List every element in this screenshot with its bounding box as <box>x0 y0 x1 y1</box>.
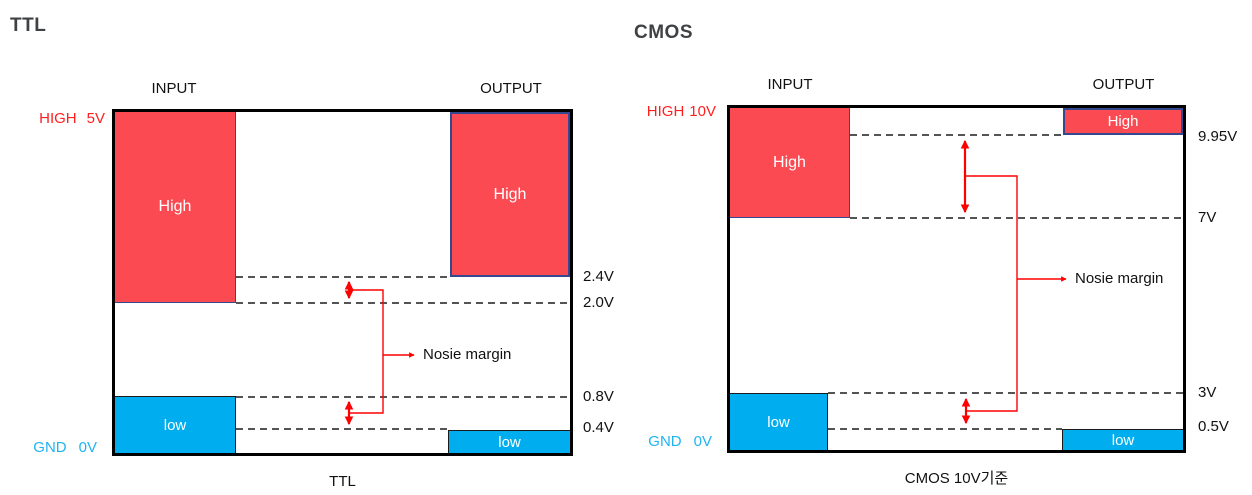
ttl-output-low-box: low <box>448 430 570 453</box>
ttl-level-label-2_4v: 2.4V <box>583 268 614 285</box>
cmos-input-header: INPUT <box>767 76 813 93</box>
cmos-linework <box>828 134 1183 430</box>
ttl-output-low-label: low <box>498 433 521 451</box>
cmos-input-low-label: low <box>767 413 790 431</box>
ttl-output-header: OUTPUT <box>480 80 542 97</box>
cmos-input-high-box: High <box>730 108 850 218</box>
ttl-high-rail-voltage: 5V <box>86 110 105 127</box>
cmos-title: CMOS <box>634 22 693 43</box>
ttl-diagram-box: High High low low <box>112 109 573 456</box>
cmos-output-header: OUTPUT <box>1092 76 1155 93</box>
cmos-bracket-line <box>965 175 1018 412</box>
cmos-noise-margin-label: Nosie margin <box>1075 270 1164 287</box>
ttl-gnd-rail: GND 0V <box>30 438 97 458</box>
cmos-gnd-rail-voltage: 0V <box>693 433 712 450</box>
cmos-level-label-7v: 7V <box>1198 209 1217 226</box>
ttl-gnd-rail-label: GND <box>33 439 67 456</box>
ttl-title: TTL <box>10 15 47 36</box>
ttl-input-high-box: High <box>115 112 236 303</box>
cmos-diagram-box: High High low low <box>727 105 1186 453</box>
cmos-input-high-label: High <box>773 153 806 171</box>
cmos-output-low-label: low <box>1111 431 1135 449</box>
ttl-input-low-box: low <box>115 396 236 453</box>
cmos-level-label-0_5v: 0.5V <box>1198 418 1229 435</box>
cmos-high-rail-label: HIGH <box>646 103 685 120</box>
cmos-high-rail-voltage: 10V <box>689 103 716 120</box>
cmos-panel: CMOS INPUT OUTPUT HIGH 10V GND 0V High H… <box>626 0 1252 495</box>
ttl-bracket-line <box>349 289 384 414</box>
cmos-level-label-9_95v: 9.95V <box>1198 128 1238 145</box>
cmos-noise-margin-bracket <box>960 139 1067 425</box>
ttl-noise-margin-label: Nosie margin <box>423 346 512 363</box>
ttl-high-rail-label: HIGH <box>39 110 77 127</box>
cmos-caption: CMOS 10V기준 <box>904 470 1009 487</box>
ttl-input-high-label: High <box>158 198 192 215</box>
ttl-high-rail: HIGH 5V <box>30 109 105 129</box>
cmos-output-high-box: High <box>1063 108 1183 135</box>
ttl-input-header: INPUT <box>151 80 197 97</box>
ttl-input-low-label: low <box>163 416 187 434</box>
ttl-level-label-0_8v: 0.8V <box>583 388 614 405</box>
ttl-output-high-label: High <box>493 185 527 203</box>
ttl-output-high-box: High <box>450 112 570 277</box>
ttl-panel: TTL INPUT OUTPUT HIGH 5V GND 0V High Hig… <box>10 15 614 490</box>
ttl-caption: TTL <box>329 473 356 490</box>
cmos-high-rail: HIGH 10V <box>646 102 716 122</box>
cmos-output-high-label: High <box>1107 113 1139 130</box>
cmos-input-low-box: low <box>730 393 828 450</box>
ttl-noise-margin-bracket <box>344 280 415 426</box>
ttl-level-label-2_0v: 2.0V <box>583 294 614 311</box>
ttl-level-label-0_4v: 0.4V <box>583 419 614 436</box>
cmos-gnd-rail: GND 0V <box>645 432 712 452</box>
cmos-level-label-3v: 3V <box>1198 384 1217 401</box>
ttl-linework <box>236 276 570 430</box>
ttl-gnd-rail-voltage: 0V <box>78 439 97 456</box>
cmos-output-low-box: low <box>1062 429 1183 450</box>
cmos-gnd-rail-label: GND <box>648 433 682 450</box>
